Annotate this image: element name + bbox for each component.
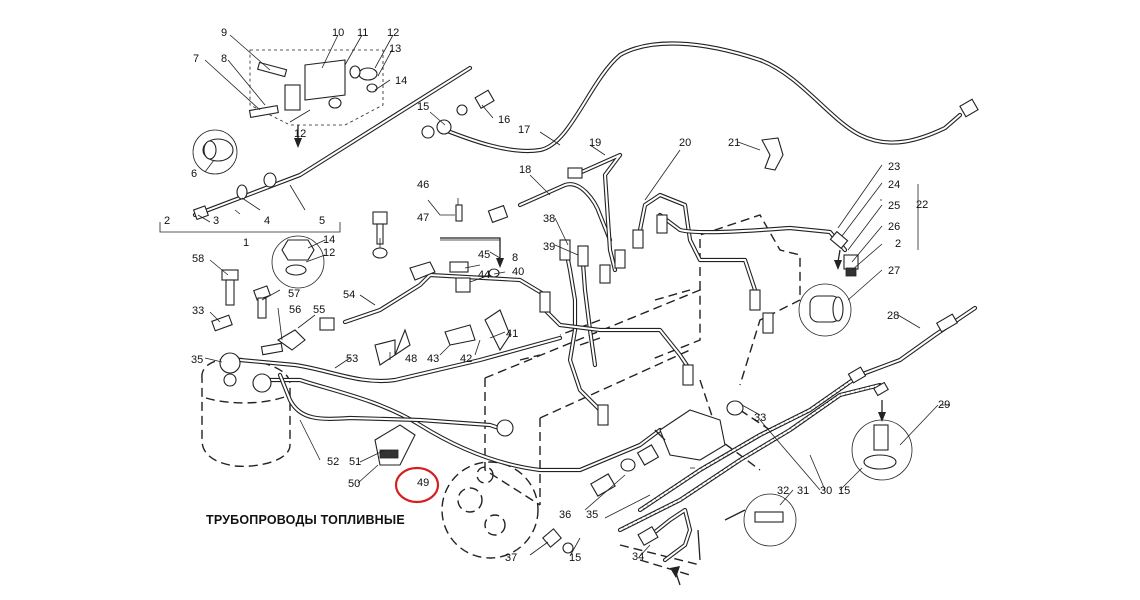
part-label: 32 — [777, 485, 789, 497]
part-label: 4 — [264, 215, 270, 227]
arrows — [294, 125, 886, 586]
part-label: 50 — [348, 478, 360, 490]
part-label: 36 — [559, 509, 571, 521]
part-label: 38 — [543, 213, 555, 225]
part-label: 49 — [417, 477, 429, 489]
part-label: 1 — [243, 237, 249, 249]
diagram-title: ТРУБОПРОВОДЫ ТОПЛИВНЫЕ — [206, 513, 405, 527]
part-label: 15 — [838, 485, 850, 497]
part-label: 48 — [405, 353, 417, 365]
part-label: 44 — [478, 269, 490, 281]
part-label: 31 — [797, 485, 809, 497]
part-label: 46 — [417, 179, 429, 191]
part-label: 3 — [213, 215, 219, 227]
part-label: 18 — [519, 164, 531, 176]
part-label: 10 — [332, 27, 344, 39]
part-label: 5 — [319, 215, 325, 227]
fuel-pipes — [192, 41, 978, 563]
part-label: 51 — [349, 456, 361, 468]
part-label: 8 — [512, 252, 518, 264]
part-label: 8 — [221, 53, 227, 65]
part-label: 2 — [164, 215, 170, 227]
part-label: 16 — [498, 114, 510, 126]
part-label: 29 — [938, 399, 950, 411]
part-label: 25 — [888, 200, 900, 212]
part-label: 33 — [192, 305, 204, 317]
part-label: 34 — [632, 551, 644, 563]
part-label: 55 — [313, 304, 325, 316]
part-number-labels: 9 10 11 12 13 14 8 7 12 6 2 3 4 5 1 15 1… — [164, 27, 950, 564]
part-label: 58 — [192, 253, 204, 265]
part-label: 2 — [895, 238, 901, 250]
part-label: 52 — [327, 456, 339, 468]
part-label: 30 — [820, 485, 832, 497]
part-label: 13 — [389, 43, 401, 55]
part-label: 19 — [589, 137, 601, 149]
part-label: 40 — [512, 266, 524, 278]
part-label: 14 — [323, 234, 335, 246]
part-label: 15 — [569, 552, 581, 564]
part-label: 41 — [506, 328, 518, 340]
part-label: 17 — [518, 124, 530, 136]
part-label: 7 — [193, 53, 199, 65]
part-label: 43 — [427, 353, 439, 365]
part-label: 6 — [191, 168, 197, 180]
part-label: 15 — [417, 101, 429, 113]
part-label: 24 — [888, 179, 900, 191]
part-label: 28 — [887, 310, 899, 322]
part-label: 39 — [543, 241, 555, 253]
part-label: 9 — [221, 27, 227, 39]
part-label: 56 — [289, 304, 301, 316]
part-label: 20 — [679, 137, 691, 149]
part-label: 35 — [191, 354, 203, 366]
part-label: 42 — [460, 353, 472, 365]
part-label: 12 — [387, 27, 399, 39]
part-label: 45 — [478, 249, 490, 261]
part-label: 21 — [728, 137, 740, 149]
part-label: 22 — [916, 199, 928, 211]
part-label: 26 — [888, 221, 900, 233]
part-label: 12 — [294, 128, 306, 140]
part-label: 35 — [586, 509, 598, 521]
part-label: 57 — [288, 288, 300, 300]
part-label: 33 — [754, 412, 766, 424]
part-label: 23 — [888, 161, 900, 173]
part-label: 47 — [417, 212, 429, 224]
part-label: 12 — [323, 247, 335, 259]
part-label: 53 — [346, 353, 358, 365]
part-label: 27 — [888, 265, 900, 277]
part-label: 37 — [505, 552, 517, 564]
part-label: 11 — [357, 27, 368, 39]
part-label: 54 — [343, 289, 355, 301]
parts — [192, 49, 979, 554]
engine-block-outline — [201, 214, 801, 576]
highlight-circle — [394, 466, 440, 504]
part-label: 14 — [395, 75, 407, 87]
